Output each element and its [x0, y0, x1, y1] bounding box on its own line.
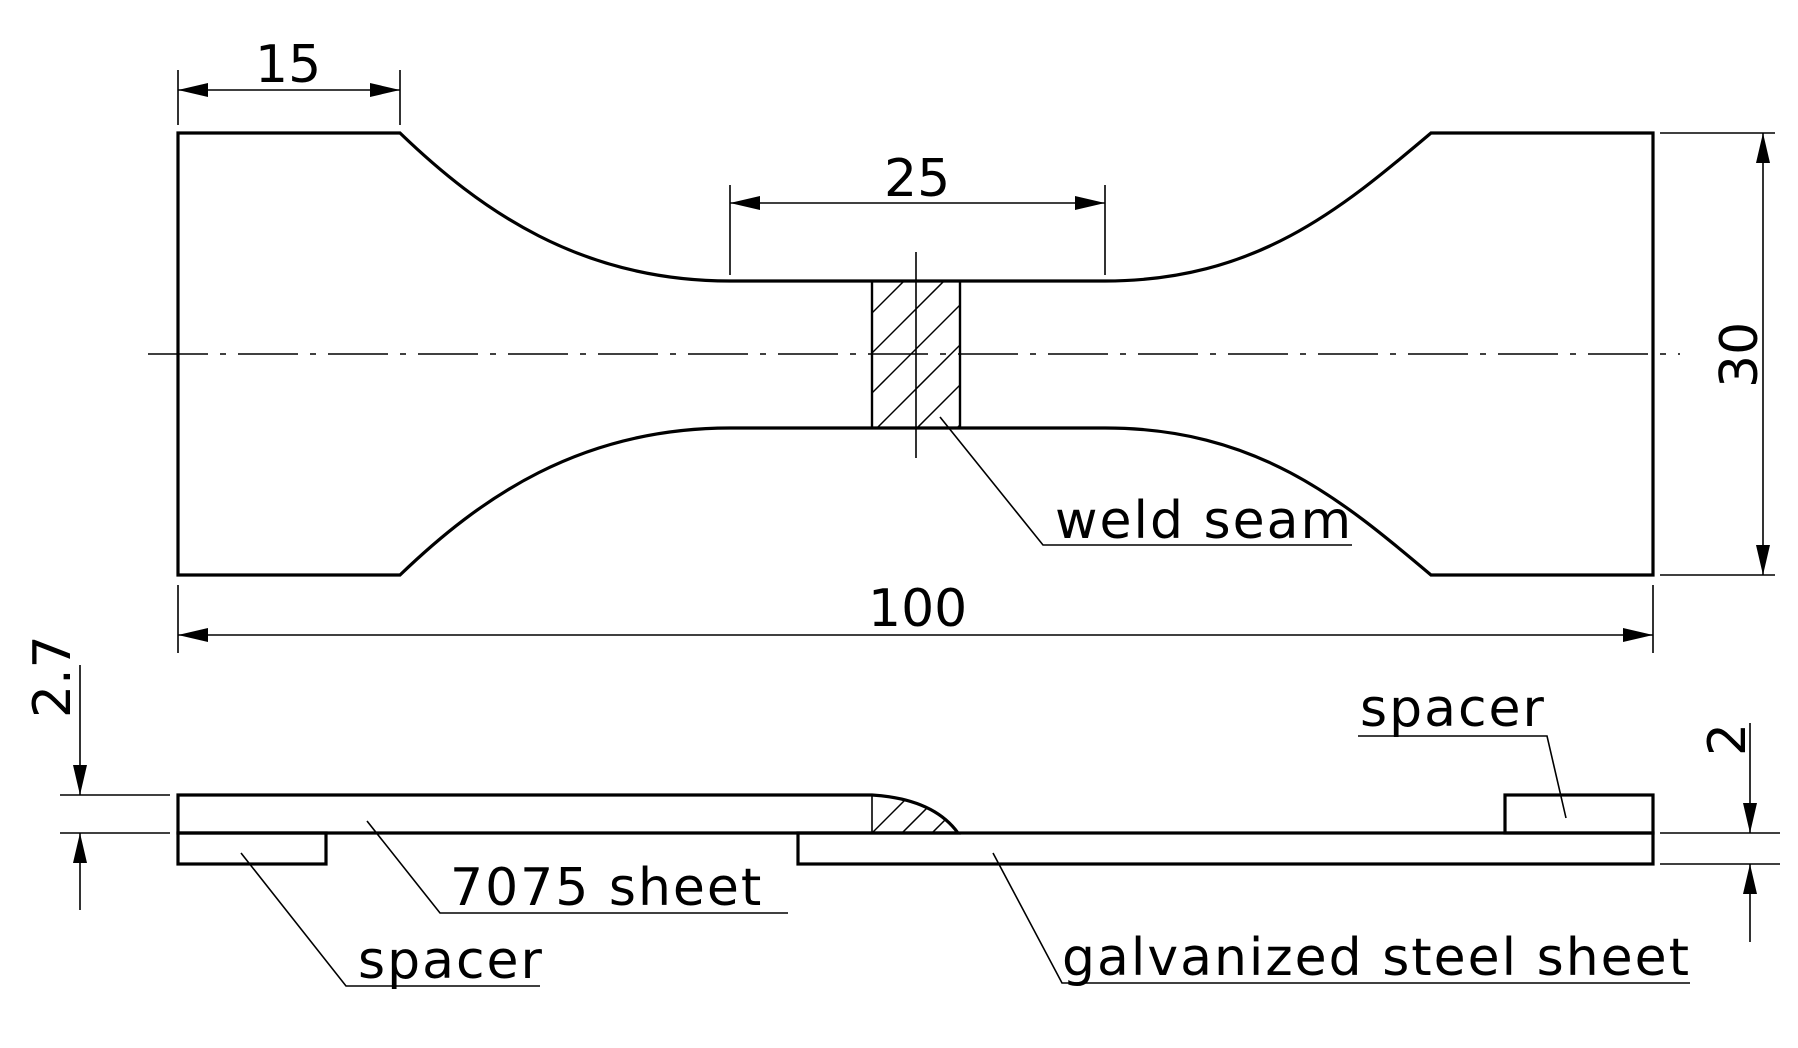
total-thickness-value: 2.7: [23, 635, 83, 718]
weld-seam-leader: [939, 416, 1352, 546]
spacer-left: [176, 831, 328, 866]
weld-hatching: [872, 281, 960, 428]
dimension-gauge-length: 25: [729, 149, 1106, 275]
dimension-grip-length: 15: [177, 35, 401, 125]
dimension-total-thickness: 2.7: [23, 635, 170, 910]
steel-sheet-outline: [796, 831, 1655, 866]
specimen-outline: [176, 131, 1655, 577]
weld-seam-label: weld seam: [1055, 491, 1353, 551]
weld-fillet-hatching: [872, 795, 958, 833]
dimension-spacer-thickness: 2: [1660, 723, 1780, 942]
spacer-top-label: spacer: [1360, 679, 1546, 739]
spacer-thickness-value: 2: [1698, 723, 1758, 756]
sheet-7075-leader: [366, 820, 788, 914]
top-view: weld seam 15 25 30: [148, 35, 1775, 653]
dimension-width: 30: [1660, 132, 1775, 576]
grip-length-value: 15: [255, 35, 321, 95]
total-length-value: 100: [868, 579, 967, 639]
width-value: 30: [1710, 322, 1770, 388]
steel-sheet-leader: [992, 852, 1690, 984]
dimension-total-length: 100: [177, 579, 1654, 653]
side-view: 2.7 2 spacer 7075 sheet spacer galvanize…: [23, 635, 1780, 991]
sheet-7075-label: 7075 sheet: [450, 858, 763, 918]
spacer-top-leader: [1358, 735, 1567, 819]
spacer-bottom-leader: [240, 852, 540, 987]
spacer-right: [1503, 793, 1655, 835]
spacer-bottom-label: spacer: [358, 931, 544, 991]
gauge-length-value: 25: [884, 149, 950, 209]
steel-sheet-label: galvanized steel sheet: [1062, 928, 1691, 988]
aluminum-sheet-outline: [176, 793, 962, 835]
